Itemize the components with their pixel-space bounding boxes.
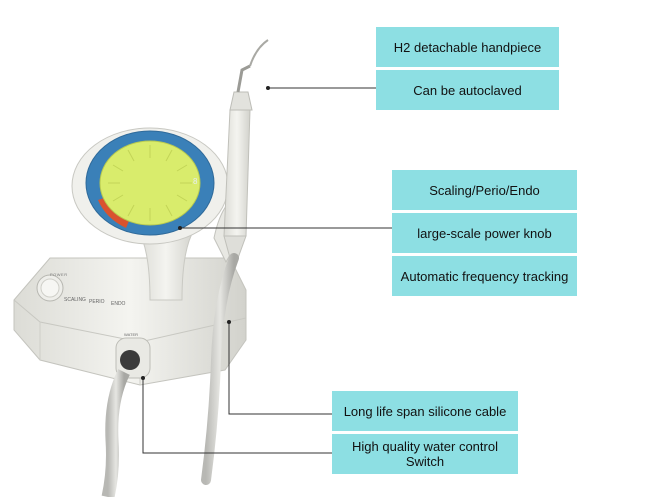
device-mode-perio: PERIO <box>89 299 105 305</box>
power-knob <box>99 140 201 226</box>
label-frequency: Automatic frequency tracking <box>392 256 577 296</box>
water-tube <box>101 369 130 497</box>
knob-mark: 8 <box>193 177 198 186</box>
device-button-caption: POWER <box>50 272 68 277</box>
power-button <box>36 274 64 302</box>
label-power-knob: large-scale power knob <box>392 213 577 253</box>
water-control-switch <box>115 337 151 379</box>
label-modes: Scaling/Perio/Endo <box>392 170 577 210</box>
label-handpiece: H2 detachable handpiece <box>376 27 559 67</box>
callout-leader-lines <box>141 86 392 454</box>
h2-handpiece <box>223 39 269 259</box>
device-mode-endo: ENDO <box>111 301 126 307</box>
label-water-switch: High quality water control Switch <box>332 434 518 474</box>
silicone-cable <box>201 253 239 485</box>
device-water-caption: WATER <box>124 332 138 337</box>
label-autoclave: Can be autoclaved <box>376 70 559 110</box>
scaler-stand <box>137 229 195 301</box>
device-mode-scaling: SCALING <box>64 297 86 303</box>
label-cable: Long life span silicone cable <box>332 391 518 431</box>
